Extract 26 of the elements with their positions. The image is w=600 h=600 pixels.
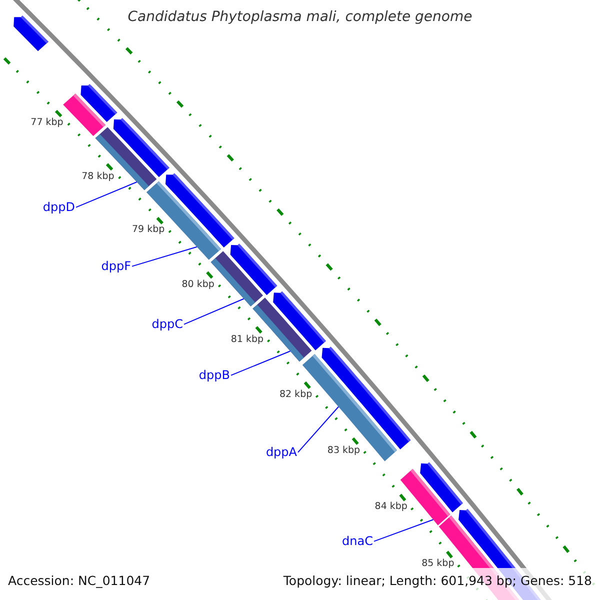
chart-title: Candidatus Phytoplasma mali, complete genome xyxy=(126,9,474,26)
scale-label: 78 kbp xyxy=(82,172,114,183)
reverse-gene-segment xyxy=(146,181,222,260)
leader-line xyxy=(230,350,291,376)
scale-label: 82 kbp xyxy=(279,390,312,401)
gene-label: dppB xyxy=(198,369,230,383)
gene-label: dppF xyxy=(101,260,131,274)
scale-label: 77 kbp xyxy=(30,118,64,130)
scale-label: 85 kbp xyxy=(422,559,454,570)
scale-label: 81 kbp xyxy=(230,334,264,346)
gene-label: dppA xyxy=(266,446,297,460)
gene-label: dppD xyxy=(42,201,75,215)
scale-label: 84 kbp xyxy=(374,502,408,514)
leader-line xyxy=(374,519,434,542)
leader-line xyxy=(132,246,198,267)
leader-line xyxy=(76,182,138,208)
gene-label: dnaC xyxy=(342,535,373,549)
genome-info-text: Topology: linear; Length: 601,943 bp; Genes: 518 xyxy=(283,574,592,588)
scale-label: 79 kbp xyxy=(132,225,165,236)
leader-line xyxy=(298,406,339,453)
genome-info-text: Accession: NC_011047 xyxy=(8,574,150,588)
scale-label: 80 kbp xyxy=(182,280,214,291)
reverse-gene-segment xyxy=(95,127,157,190)
gene-label: dppC xyxy=(152,318,183,332)
scale-label: 83 kbp xyxy=(327,446,360,457)
leader-line xyxy=(184,298,244,325)
